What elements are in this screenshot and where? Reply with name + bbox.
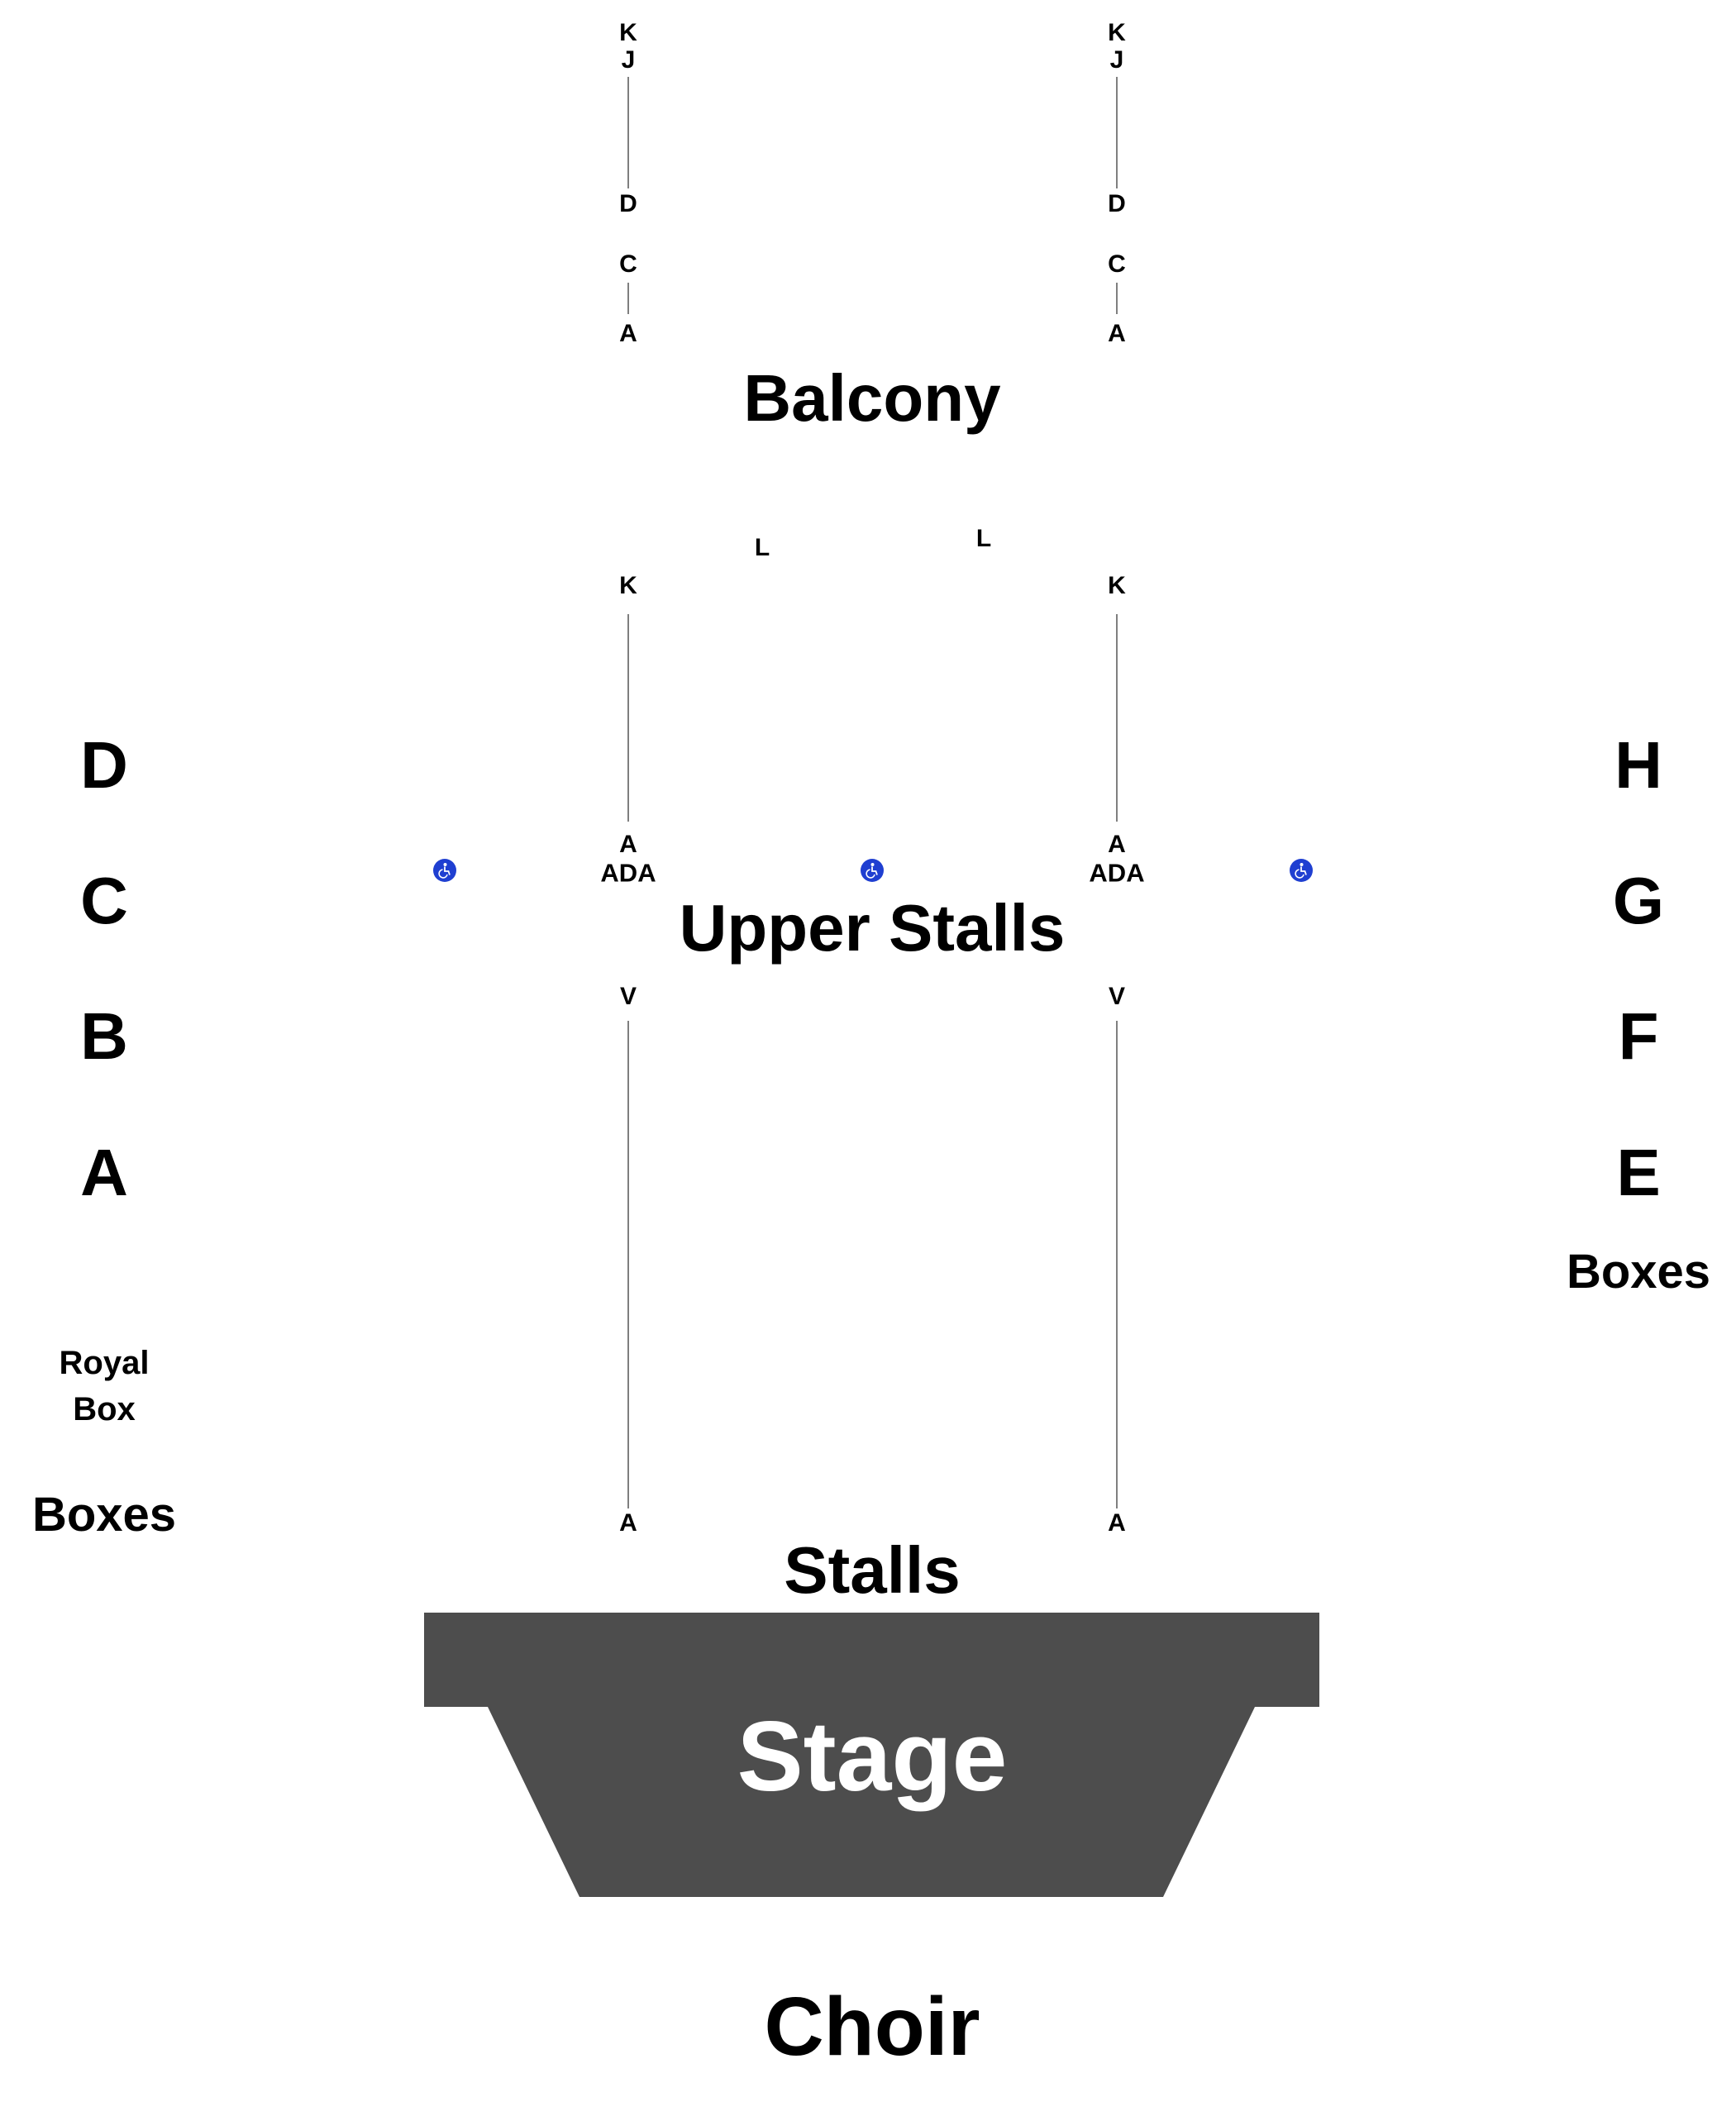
box-f: F (1618, 999, 1659, 1073)
box-h: H (1614, 728, 1662, 802)
box-b: B (80, 999, 128, 1073)
left-boxes-label: Boxes (31, 1488, 177, 1542)
stalls-right-row-v: V (1108, 983, 1126, 1010)
upper-stalls-left-row-k: K (619, 572, 637, 599)
wheelchair-icon (861, 859, 884, 882)
upper-stalls-right-row-k: K (1108, 572, 1126, 599)
upper-stalls-left-row-a: A (619, 831, 637, 858)
right-boxes-label: Boxes (1566, 1245, 1711, 1299)
balcony-left-row-k: K (619, 19, 637, 46)
box-g: G (1612, 864, 1665, 937)
royal-box-label-line1: Royal (59, 1345, 150, 1381)
balcony-right-row-d: D (1108, 190, 1126, 217)
balcony-left-row-a: A (619, 320, 637, 347)
upper-stalls-row-l-right: L (975, 525, 992, 552)
box-a: A (80, 1136, 128, 1209)
balcony-left-row-c: C (619, 250, 637, 278)
upper-stalls-right-row-a: A (1108, 831, 1126, 858)
stalls-title: Stalls (784, 1533, 961, 1607)
stalls-left-row-v: V (619, 983, 637, 1010)
wheelchair-icon (433, 859, 456, 882)
stalls-left-row-a: A (619, 1509, 637, 1537)
stalls-right-row-a: A (1108, 1509, 1126, 1537)
balcony-left-row-j: J (621, 46, 636, 74)
balcony-right-row-j: J (1109, 46, 1124, 74)
stage-shape (424, 1613, 1319, 1897)
balcony-right-row-k: K (1108, 19, 1126, 46)
balcony-right-row-a: A (1108, 320, 1126, 347)
balcony-right-row-c: C (1108, 250, 1126, 278)
balcony-title: Balcony (743, 361, 1001, 435)
choir-label: Choir (764, 1980, 980, 2073)
upper-stalls-row-l-left: L (754, 534, 770, 561)
upper-stalls-left-ada-label: ADA (600, 858, 656, 888)
upper-stalls-right-ada-label: ADA (1089, 858, 1145, 888)
stage-label: Stage (737, 1701, 1008, 1812)
balcony-left-row-d: D (619, 190, 637, 217)
wheelchair-icon (1290, 859, 1313, 882)
royal-box-label-line2: Box (73, 1391, 136, 1427)
box-c: C (80, 864, 128, 937)
box-d: D (80, 728, 128, 802)
box-e: E (1616, 1136, 1661, 1209)
upper-stalls-title: Upper Stalls (679, 891, 1066, 965)
